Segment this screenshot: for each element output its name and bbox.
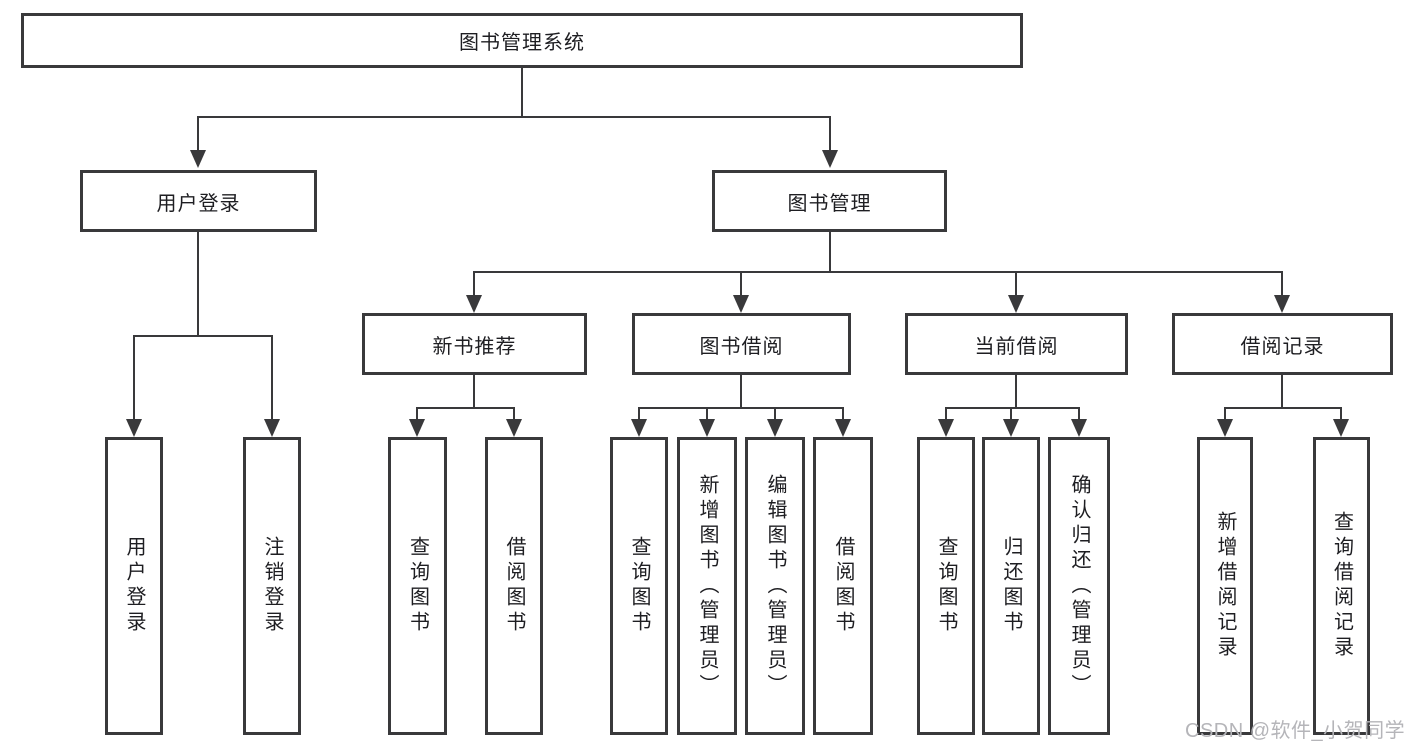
node-current-borrow: 当前借阅 — [905, 313, 1128, 375]
node-borrow-records: 借阅记录 — [1172, 313, 1393, 375]
arrow-down-icon — [1003, 419, 1019, 437]
leaf-label: 借阅图书 — [503, 536, 525, 636]
connector-line — [1010, 408, 1012, 421]
arrow-down-icon — [1071, 419, 1087, 437]
arrow-down-icon — [1333, 419, 1349, 437]
watermark: CSDN @软件_小贺同学 — [1185, 720, 1405, 742]
connector-line — [638, 408, 640, 421]
connector-line — [740, 272, 742, 297]
node-book-borrow: 图书借阅 — [632, 313, 851, 375]
arrow-down-icon — [767, 419, 783, 437]
connector-line — [945, 408, 947, 421]
connector-line — [1224, 407, 1342, 409]
arrow-down-icon — [699, 419, 715, 437]
leaf-confirm-return-admin: 确认归还（管理员） — [1048, 437, 1110, 735]
connector-line — [774, 408, 776, 421]
arrow-down-icon — [835, 419, 851, 437]
node-new-book-recommend: 新书推荐 — [362, 313, 587, 375]
connector-line — [1281, 375, 1283, 409]
connector-line — [706, 408, 708, 421]
arrow-down-icon — [733, 295, 749, 313]
leaf-label: 借阅图书 — [832, 536, 854, 636]
arrow-down-icon — [631, 419, 647, 437]
connector-line — [473, 272, 475, 297]
connector-line — [133, 336, 135, 421]
connector-line — [197, 117, 199, 152]
connector-line — [1281, 272, 1283, 297]
connector-line — [197, 116, 831, 118]
leaf-label: 新增借阅记录 — [1214, 511, 1236, 661]
connector-line — [197, 232, 199, 337]
arrow-down-icon — [190, 150, 206, 168]
leaf-label: 编辑图书（管理员） — [764, 473, 786, 699]
leaf-label: 查询图书 — [628, 536, 650, 636]
leaf-logout: 注销登录 — [243, 437, 301, 735]
arrow-down-icon — [264, 419, 280, 437]
node-label: 借阅记录 — [1240, 335, 1325, 358]
leaf-user-login: 用户登录 — [105, 437, 163, 735]
leaf-edit-books-admin: 编辑图书（管理员） — [745, 437, 805, 735]
arrow-down-icon — [938, 419, 954, 437]
leaf-label: 查询借阅记录 — [1330, 511, 1353, 661]
arrow-down-icon — [506, 419, 522, 437]
node-label: 图书管理 — [787, 192, 872, 215]
leaf-add-books-admin: 新增图书（管理员） — [677, 437, 737, 735]
connector-line — [842, 408, 844, 421]
connector-line — [1015, 375, 1017, 409]
leaf-query-books-newbook: 查询图书 — [388, 437, 447, 735]
leaf-query-books-current: 查询图书 — [917, 437, 975, 735]
connector-line — [1340, 408, 1342, 421]
arrow-down-icon — [466, 295, 482, 313]
node-label: 新书推荐 — [432, 335, 517, 358]
node-label: 图书管理系统 — [459, 32, 585, 54]
connector-line — [521, 68, 523, 118]
leaf-label: 新增图书（管理员） — [696, 473, 718, 699]
leaf-label: 确认归还（管理员） — [1068, 473, 1090, 699]
arrow-down-icon — [1274, 295, 1290, 313]
connector-line — [416, 407, 515, 409]
arrow-down-icon — [409, 419, 425, 437]
arrow-down-icon — [1008, 295, 1024, 313]
arrow-down-icon — [126, 419, 142, 437]
connector-line — [1078, 408, 1080, 421]
leaf-borrow-books: 借阅图书 — [813, 437, 873, 735]
node-book-management: 图书管理 — [712, 170, 947, 232]
leaf-label: 查询图书 — [406, 536, 429, 636]
leaf-query-books-borrow: 查询图书 — [610, 437, 668, 735]
node-user-login: 用户登录 — [80, 170, 317, 232]
leaf-add-borrow-record: 新增借阅记录 — [1197, 437, 1253, 735]
node-label: 图书借阅 — [699, 335, 784, 358]
leaf-label: 归还图书 — [1000, 536, 1022, 636]
connector-line — [473, 271, 1283, 273]
node-label: 用户登录 — [156, 192, 241, 215]
connector-line — [513, 408, 515, 421]
connector-line — [271, 336, 273, 421]
leaf-return-books: 归还图书 — [982, 437, 1040, 735]
connector-line — [829, 117, 831, 152]
leaf-label: 查询图书 — [935, 536, 957, 636]
leaf-query-borrow-record: 查询借阅记录 — [1313, 437, 1370, 735]
arrow-down-icon — [822, 150, 838, 168]
connector-line — [1224, 408, 1226, 421]
leaf-borrow-books-newbook: 借阅图书 — [485, 437, 543, 735]
connector-line — [1015, 272, 1017, 297]
connector-line — [945, 407, 1080, 409]
connector-line — [133, 335, 273, 337]
node-library-management-system: 图书管理系统 — [21, 13, 1023, 68]
node-label: 当前借阅 — [974, 335, 1059, 358]
connector-line — [829, 232, 831, 273]
connector-line — [473, 375, 475, 409]
leaf-label: 用户登录 — [123, 536, 145, 636]
leaf-label: 注销登录 — [261, 536, 283, 636]
connector-line — [740, 375, 742, 409]
connector-line — [638, 407, 844, 409]
connector-line — [416, 408, 418, 421]
arrow-down-icon — [1217, 419, 1233, 437]
